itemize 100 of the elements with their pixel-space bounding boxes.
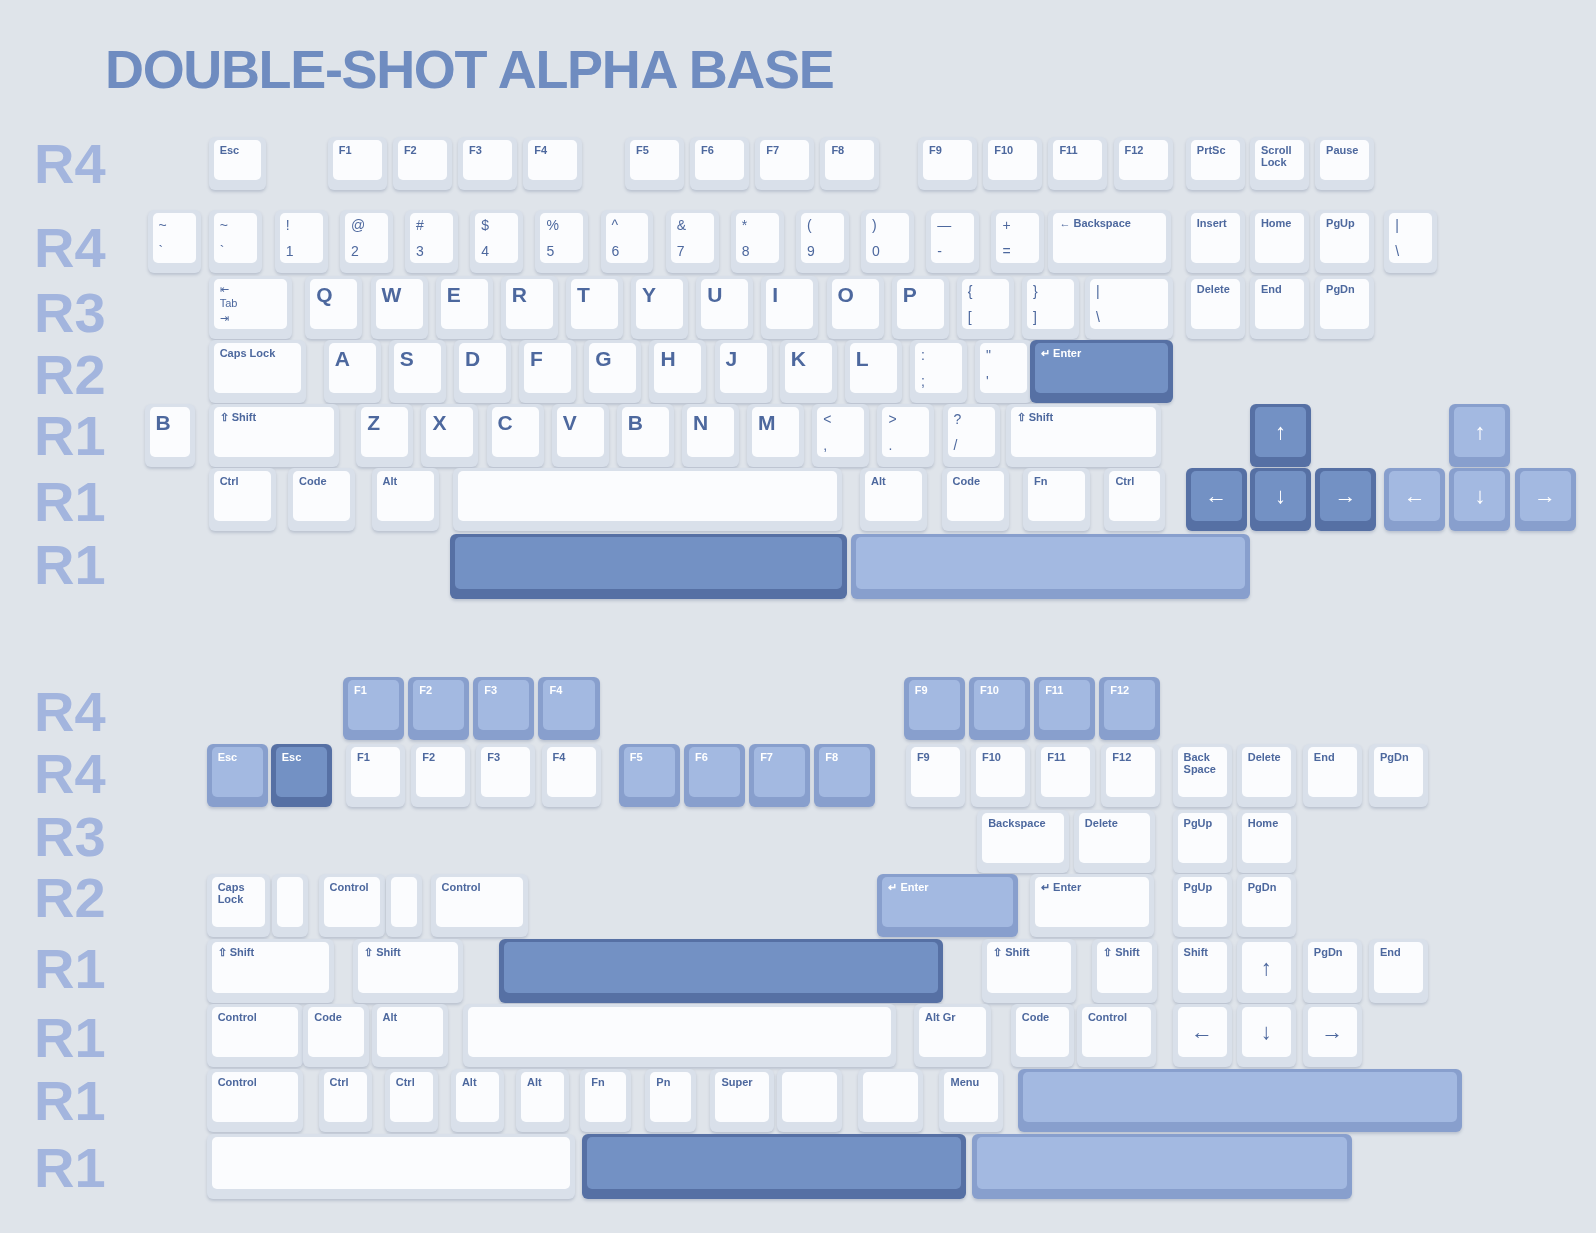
keycap: [1302, 744, 1362, 808]
keycap: [1384, 209, 1438, 273]
keycap: [535, 209, 589, 273]
key-legend: 4: [481, 243, 490, 258]
key-legend: Tab: [219, 298, 238, 310]
key-legend: Code: [952, 476, 980, 488]
keycap: [523, 137, 583, 191]
key-legend: 7: [676, 243, 686, 258]
key-legend: Delete: [1247, 752, 1281, 764]
keycap: [458, 137, 518, 191]
arrow-legend: →: [1334, 485, 1357, 508]
key-legend: 2: [350, 243, 366, 258]
key-legend: —: [937, 217, 952, 232]
key-legend: PgUp: [1183, 882, 1213, 894]
keycap: [450, 1068, 504, 1132]
key-legend: M: [758, 412, 776, 434]
keycap: [500, 275, 558, 339]
row-label: R2: [34, 870, 106, 927]
keycap: [584, 339, 642, 404]
blank-keycap: [463, 1003, 896, 1067]
key-legend: ⇧ Shift: [219, 412, 257, 424]
key-legend: Caps Lock: [219, 347, 276, 360]
arrow-legend: ↑: [1260, 956, 1272, 979]
arrow-legend: ↓: [1474, 485, 1486, 508]
key-legend: <: [823, 412, 832, 427]
keycap: [206, 939, 334, 1003]
keycap: [1236, 939, 1296, 1003]
key-legend: ↵ Enter: [1041, 882, 1082, 894]
keycap: [486, 404, 544, 468]
key-legend: `: [158, 243, 167, 258]
keycap: [624, 137, 684, 191]
key-legend: F6: [701, 145, 714, 157]
key-legend: PgDn: [1380, 752, 1409, 764]
row-label: R1: [34, 941, 106, 998]
keycap: [1236, 1003, 1296, 1067]
key-legend: Alt Gr: [925, 1011, 956, 1024]
row-label: R1: [34, 1139, 106, 1196]
keycap: [649, 339, 707, 404]
key-legend: ~: [158, 217, 167, 232]
key-legend: Code: [299, 476, 327, 488]
arrow-legend: ↑: [1474, 421, 1486, 444]
keycap: [144, 404, 196, 468]
key-legend: Fn: [1033, 476, 1048, 488]
key-legend: PgDn: [1247, 882, 1277, 894]
keycap: [270, 744, 332, 808]
keycap: [371, 468, 439, 532]
keycap: [206, 874, 270, 938]
key-legend: }: [1032, 283, 1038, 298]
key-legend: Shift: [1183, 947, 1208, 959]
key-legend: F: [530, 347, 543, 369]
key-legend: ⇧ Shift: [217, 947, 255, 959]
keycap: [346, 744, 406, 808]
key-legend: F3: [469, 145, 482, 157]
keycap: [684, 744, 746, 808]
keycap: [1172, 939, 1232, 1003]
keycap: [665, 209, 719, 273]
blank-keycap: [271, 874, 309, 938]
key-legend: Home: [1247, 818, 1279, 830]
blank-keycap: [449, 534, 847, 599]
keycap: [1249, 275, 1309, 339]
key-legend: Code: [1021, 1011, 1050, 1024]
key-legend: ': [986, 374, 992, 389]
key-legend: End: [1313, 752, 1335, 764]
row-label: R1: [34, 1072, 106, 1129]
key-legend: Ctrl: [329, 1076, 349, 1089]
key-legend: Esc: [281, 752, 302, 764]
keycap: [208, 339, 307, 404]
keycap: [1099, 676, 1161, 740]
keycap: [1514, 468, 1576, 532]
key-legend: PgUp: [1183, 818, 1213, 830]
keycap: [1302, 1003, 1362, 1067]
blank-keycap: [206, 1133, 576, 1200]
key-legend: F7: [760, 752, 773, 764]
row-label: R1: [34, 408, 106, 465]
key-legend: Backspace: [988, 818, 1046, 830]
keycap: [541, 744, 601, 808]
key-legend: G: [595, 347, 612, 369]
key-legend: :: [920, 347, 925, 362]
key-legend: Delete: [1084, 818, 1118, 830]
key-legend: End: [1380, 947, 1401, 959]
key-legend: F10: [982, 752, 1001, 764]
key-legend: F5: [635, 145, 649, 157]
row-label: R3: [34, 284, 106, 341]
key-legend: 6: [611, 243, 620, 258]
key-legend: &: [676, 217, 686, 232]
keycap: [1076, 1003, 1157, 1067]
key-legend: F1: [354, 684, 367, 697]
keycap: [844, 339, 902, 404]
key-legend: F12: [1124, 145, 1144, 157]
key-legend: /: [953, 438, 962, 453]
key-legend: Delete: [1196, 283, 1230, 296]
key-legend: F10: [980, 684, 999, 697]
keycap: [975, 339, 1033, 404]
keycap: [303, 1003, 370, 1067]
keycap: [1034, 676, 1096, 740]
keycap: [305, 275, 363, 339]
keycap: [208, 209, 262, 273]
keycap: [1249, 209, 1309, 273]
key-legend: 1: [285, 243, 294, 258]
key-legend: @: [350, 217, 366, 232]
